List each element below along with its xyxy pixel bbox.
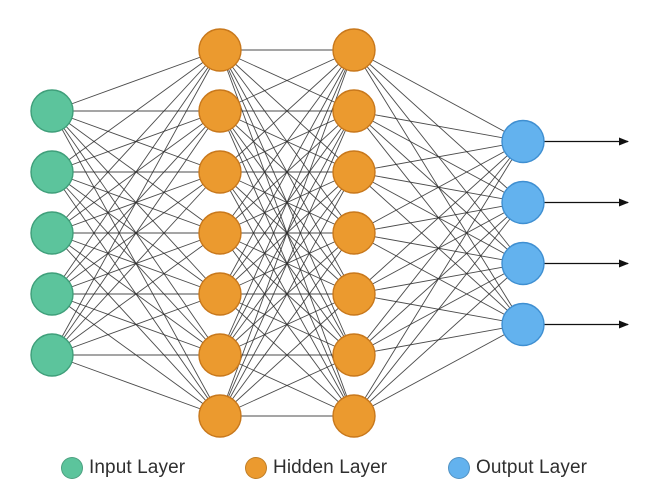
connection-line xyxy=(219,49,355,356)
hidden-neuron xyxy=(198,211,242,255)
connection-line xyxy=(353,141,524,295)
output-neuron xyxy=(501,119,545,164)
hidden-neuron xyxy=(332,272,376,316)
connection-line xyxy=(219,171,355,417)
legend-item-hidden: Hidden Layer xyxy=(245,454,387,482)
connection-line xyxy=(51,171,221,356)
connection-line xyxy=(353,141,524,356)
output-layer-swatch xyxy=(448,457,470,479)
input-neuron xyxy=(30,89,74,133)
hidden-neuron xyxy=(332,333,376,377)
connection-line xyxy=(219,49,355,173)
connection-line xyxy=(51,49,221,234)
output-arrows xyxy=(544,137,629,329)
hidden-neuron xyxy=(198,89,242,133)
connection-line xyxy=(51,232,221,356)
connection-line xyxy=(219,354,355,417)
neural-network-diagram xyxy=(30,28,629,438)
connection-line xyxy=(219,49,355,234)
connection-line xyxy=(219,232,355,417)
hidden-neuron xyxy=(332,211,376,255)
connection-line xyxy=(219,49,355,417)
legend-label-hidden: Hidden Layer xyxy=(273,457,388,478)
input-neuron xyxy=(30,272,74,316)
connection-line xyxy=(353,141,524,173)
connection-line xyxy=(353,324,524,417)
connection-line xyxy=(51,110,221,356)
connection-line xyxy=(353,110,524,142)
connection-line xyxy=(51,49,221,295)
hidden-neuron xyxy=(332,89,376,133)
hidden-neuron xyxy=(198,28,242,72)
connection-line xyxy=(219,110,355,417)
connection-line xyxy=(219,293,355,417)
input-layer-swatch xyxy=(61,457,83,479)
hidden-layer-swatch xyxy=(245,457,267,479)
hidden-neuron xyxy=(332,394,376,438)
hidden-neuron xyxy=(198,333,242,377)
connection-line xyxy=(51,49,221,173)
neurons xyxy=(30,28,545,438)
input-neuron xyxy=(30,211,74,255)
connection-line xyxy=(353,263,524,417)
connection-line xyxy=(219,49,355,112)
connection-line xyxy=(353,202,524,417)
hidden-neuron xyxy=(198,272,242,316)
hidden-neuron xyxy=(332,150,376,194)
output-neuron xyxy=(501,180,545,225)
hidden-neuron xyxy=(198,394,242,438)
legend-label-output: Output Layer xyxy=(476,457,588,478)
output-neuron xyxy=(501,241,545,286)
output-neuron xyxy=(501,302,545,347)
connection-line xyxy=(51,293,221,356)
connection-line xyxy=(51,49,221,356)
legend-label-input: Input Layer xyxy=(89,457,186,478)
hidden-neuron xyxy=(198,150,242,194)
legend: Input Layer Hidden Layer Output Layer xyxy=(0,446,670,492)
connection-line xyxy=(51,354,221,417)
connection-line xyxy=(219,49,355,295)
input-neuron xyxy=(30,333,74,377)
legend-item-input: Input Layer xyxy=(61,454,185,482)
connection-line xyxy=(353,141,524,234)
connection-line xyxy=(353,141,524,417)
connections xyxy=(51,49,524,417)
connection-line xyxy=(51,49,221,112)
legend-item-output: Output Layer xyxy=(448,454,587,482)
connection-line xyxy=(353,49,524,142)
hidden-neuron xyxy=(332,28,376,72)
input-neuron xyxy=(30,150,74,194)
